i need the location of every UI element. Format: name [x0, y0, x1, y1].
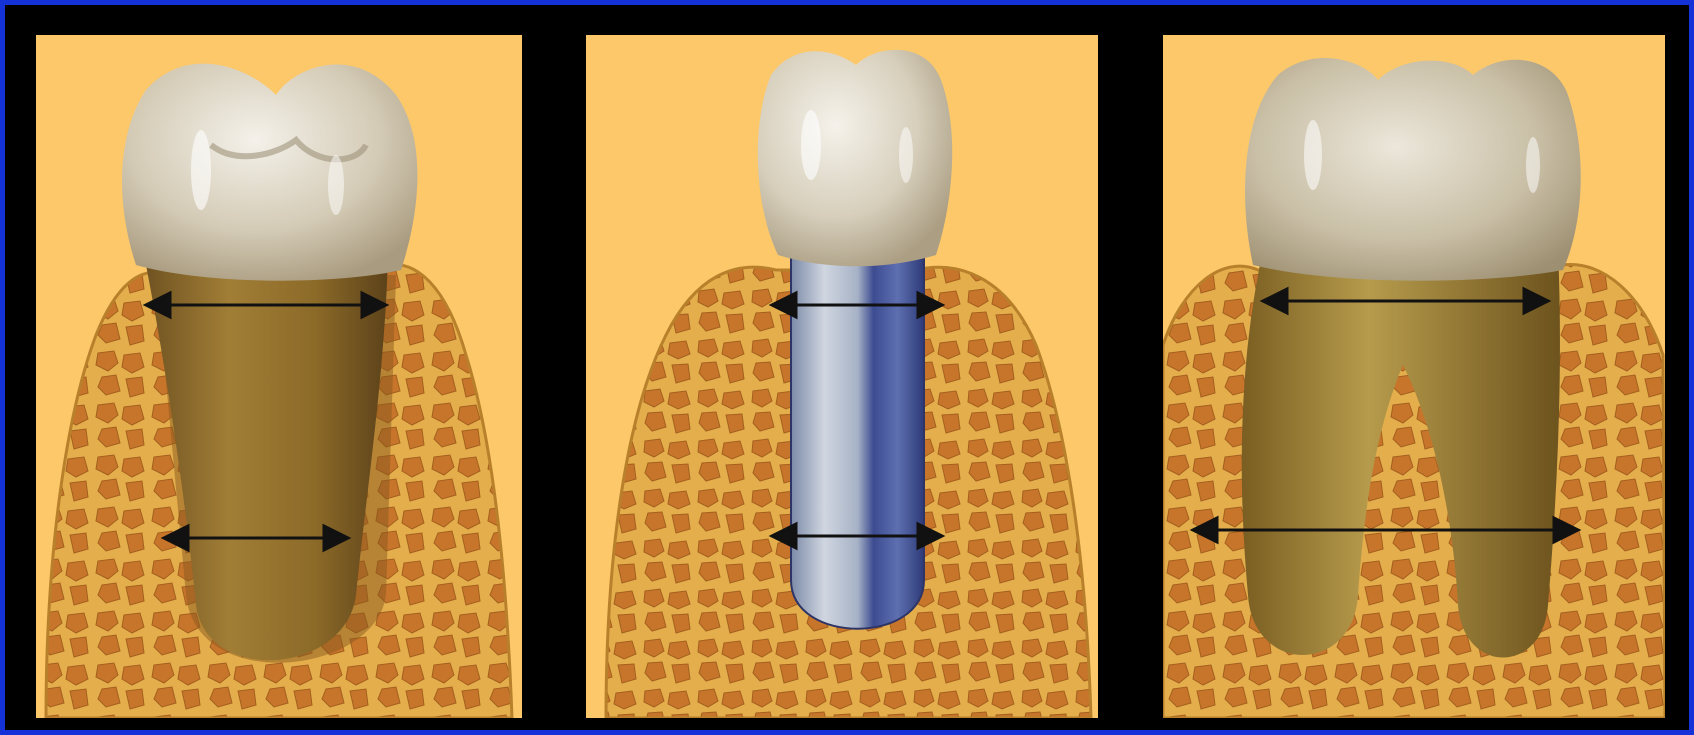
implant-illustration	[586, 35, 1098, 718]
molar-illustration	[1163, 35, 1665, 718]
natural-tooth-illustration	[36, 35, 522, 718]
implant-fixture	[791, 251, 924, 629]
panel-two-root-molar	[1163, 35, 1665, 718]
tooth-crown	[122, 64, 417, 281]
panel-natural-tooth	[36, 35, 522, 718]
panel-dental-implant	[586, 35, 1098, 718]
implant-crown	[758, 50, 952, 266]
